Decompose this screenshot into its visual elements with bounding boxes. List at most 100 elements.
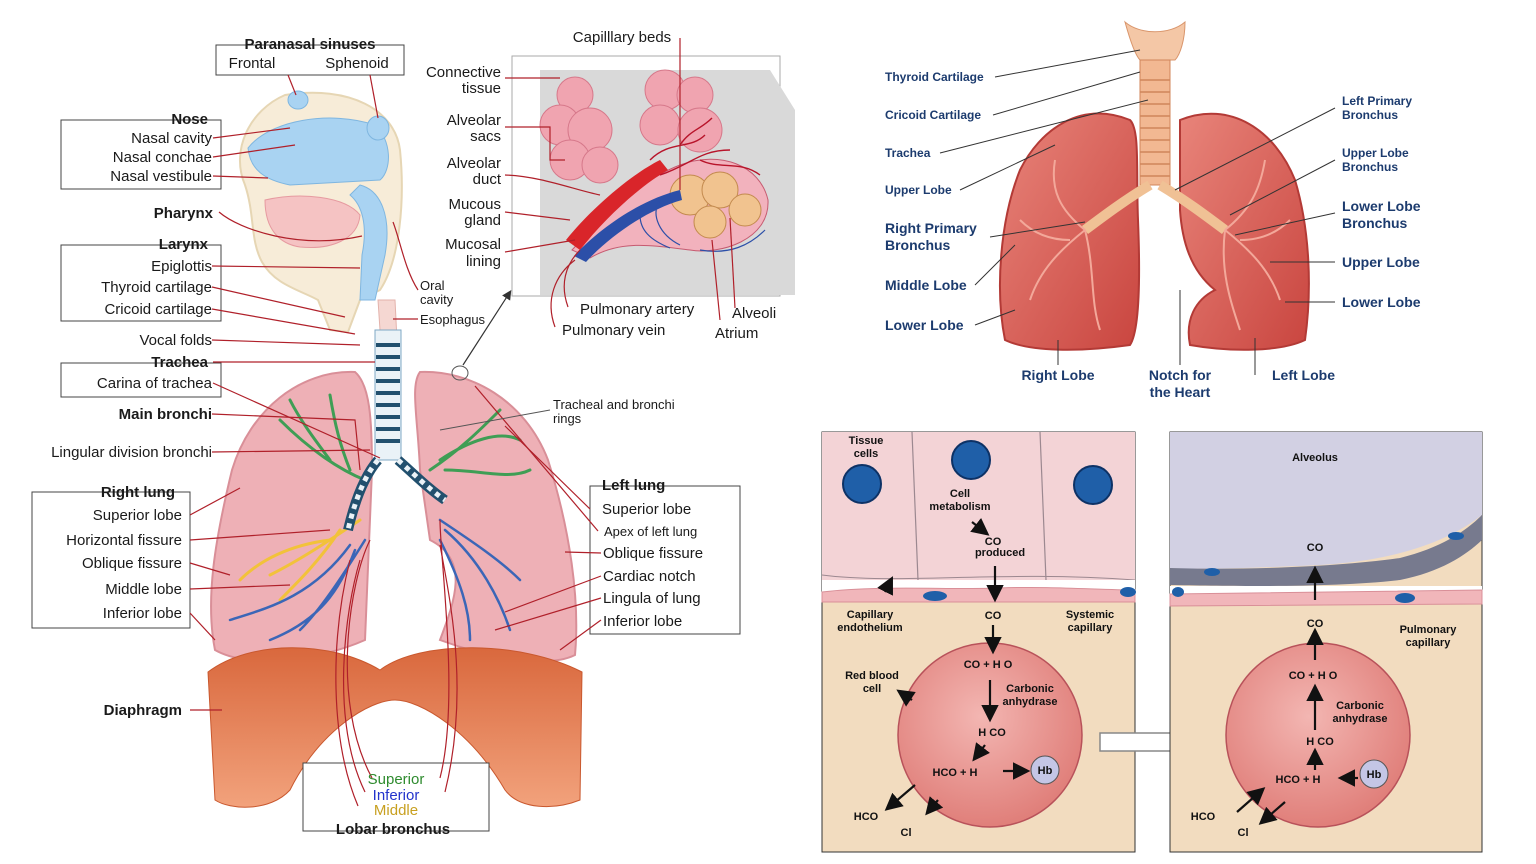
label-cell-metabolism-2: metabolism [929, 501, 990, 513]
label-atrium: Atrium [715, 325, 758, 342]
capillary-network-blue [639, 199, 766, 252]
label-pulmonary-vein: Pulmonary vein [562, 322, 665, 339]
alveolar-sacs-cluster [539, 69, 723, 184]
label-cell-metabolism-1: Cell [950, 488, 970, 500]
cell-nucleus [951, 440, 991, 480]
label-nasal-conchae: Nasal conchae [113, 149, 212, 166]
label-right-lung: Right lung [101, 484, 175, 501]
label-alveolus: Alveolus [1292, 452, 1338, 464]
label-frontal: Frontal [229, 55, 276, 72]
label-thyroid-cartilage: Thyroid cartilage [101, 279, 212, 296]
label-cricoid-cartilage: Cricoid Cartilage [885, 108, 981, 122]
label-horizontal-fissure: Horizontal fissure [66, 532, 182, 549]
label-capillary-beds: Capilllary beds [573, 29, 671, 46]
label-left-primary-2: Bronchus [1342, 108, 1398, 122]
label-rbc-1: Red blood [845, 670, 899, 682]
label-apex: Apex of left lung [604, 524, 697, 539]
label-co2-capillary: CO [1307, 618, 1324, 630]
trachea-inset-marker [451, 365, 469, 381]
label-right-primary-1: Right Primary [885, 220, 977, 236]
label-co2: CO [985, 610, 1002, 622]
label-upper-lobe-l: Upper Lobe [1342, 254, 1420, 270]
label-lower-lobe-l: Lower Lobe [1342, 294, 1421, 310]
larynx-shape [1124, 20, 1186, 61]
label-trachea: Trachea [151, 354, 208, 371]
label-rbc-2: cell [863, 683, 881, 695]
label-alveolar-sacs-2: sacs [470, 128, 501, 145]
label-notch-1: Notch for [1149, 367, 1212, 383]
label-pharynx: Pharynx [154, 205, 214, 222]
label-co2-produced-2: produced [975, 547, 1025, 559]
pulmonary-artery-shape [566, 160, 668, 250]
respiratory-system-diagram: Paranasal sinuses Frontal Sphenoid Nose … [31, 36, 741, 838]
label-lower-lobe-bronchus-1: Lower Lobe [1342, 198, 1421, 214]
alveolus-wall [1170, 515, 1482, 586]
label-hco3-h-alveolus: HCO + H [1276, 774, 1321, 786]
pulmonary-vein-shape [574, 190, 682, 262]
label-r-inferior-lobe: Inferior lobe [103, 605, 182, 622]
tracheal-rings [376, 343, 400, 443]
label-cl-alveolus: Cl [1238, 827, 1249, 839]
gas-exchange-tissue-panel: Tissue cells Cell metabolism CO produced… [821, 431, 1136, 853]
trachea-tube [1139, 59, 1171, 186]
label-alveolar-duct-1: Alveolar [447, 155, 501, 172]
diaphragm-shape [207, 647, 583, 808]
label-upper-lobe-r: Upper Lobe [885, 183, 952, 197]
bronchi-tan [1082, 180, 1228, 235]
capillary-network [649, 117, 761, 176]
label-co2-h2o: CO + H O [964, 659, 1013, 671]
label-l-inferior-lobe: Inferior lobe [603, 613, 682, 630]
label-middle-lobe: Middle Lobe [885, 277, 967, 293]
label-notch-2: the Heart [1150, 384, 1211, 400]
label-esophagus: Esophagus [420, 312, 486, 327]
frontal-sinus [287, 90, 309, 110]
pharynx-shape [349, 184, 388, 301]
label-thyroid-cartilage: Thyroid Cartilage [885, 70, 984, 84]
alveoli-inset: Capilllary beds Connective tissue Alveol… [426, 29, 795, 342]
cell-nucleus [1073, 465, 1113, 505]
label-middle-lobe: Middle lobe [105, 581, 182, 598]
label-l-superior-lobe: Superior lobe [602, 501, 691, 518]
label-mucous-gland-1: Mucous [448, 196, 501, 213]
label-hco3-h: HCO + H [933, 767, 978, 779]
label-pulmonary-capillary-1: Pulmonary [1400, 624, 1458, 636]
trachea-rings [1140, 79, 1170, 177]
label-co2-alveolus: CO [1307, 542, 1324, 554]
lungs-diagram: Thyroid Cartilage Cricoid Cartilage Trac… [885, 20, 1421, 400]
label-tissue-cells-2: cells [854, 448, 878, 460]
main-bronchi-inner [345, 458, 447, 531]
label-carbonic-2: anhydrase [1002, 696, 1057, 708]
label-nose: Nose [171, 111, 208, 128]
left-lung-red [1179, 112, 1310, 351]
label-left-primary-1: Left Primary [1342, 94, 1412, 108]
label-lobar-middle: Middle [374, 802, 418, 819]
label-upper-lobe-bronchus-2: Bronchus [1342, 160, 1398, 174]
label-carbonic-1: Carbonic [1006, 683, 1054, 695]
label-co2-produced-1: CO [985, 536, 1002, 548]
label-epiglottis: Epiglottis [151, 258, 212, 275]
hemoglobin-circle [1030, 755, 1060, 785]
bronchioles [1019, 159, 1291, 331]
label-mucous-gland-2: gland [464, 212, 501, 229]
label-lingula: Lingula of lung [603, 590, 701, 607]
label-carbonic-1-alveolus: Carbonic [1336, 700, 1384, 712]
label-cardiac-notch: Cardiac notch [603, 568, 696, 585]
label-oral-cavity-2: cavity [420, 292, 454, 307]
label-lingular: Lingular division bronchi [51, 444, 212, 461]
label-tissue-cells-1: Tissue [849, 435, 884, 447]
label-capillary-endothelium-1: Capillary [847, 609, 894, 621]
label-lobar-superior: Superior [368, 771, 425, 788]
label-cricoid-cartilage: Cricoid cartilage [104, 301, 212, 318]
label-tracheal-rings-2: rings [553, 411, 582, 426]
label-lobar-inferior: Inferior [373, 787, 420, 804]
label-left-lobe: Left Lobe [1272, 367, 1335, 383]
label-alveolar-duct-2: duct [473, 171, 502, 188]
label-r-oblique-fissure: Oblique fissure [82, 555, 182, 572]
label-trachea: Trachea [885, 146, 931, 160]
label-oral-cavity-1: Oral [420, 278, 445, 293]
label-sphenoid: Sphenoid [325, 55, 388, 72]
label-alveoli: Alveoli [732, 305, 776, 322]
label-left-lung: Left lung [602, 477, 665, 494]
label-connective-1: Connective [426, 64, 501, 81]
label-h2co3: H CO [978, 727, 1006, 739]
